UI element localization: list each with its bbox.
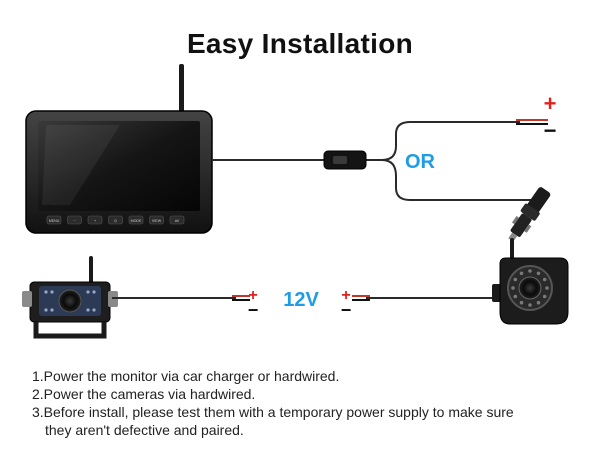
monitor-button-label: MODE [131, 219, 142, 223]
page-title: Easy Installation [186, 28, 414, 59]
minus-symbol-right-camera: − [341, 300, 352, 320]
monitor-button-label: VIEW [152, 219, 162, 223]
ir-led [542, 277, 547, 282]
left-camera-lens [58, 289, 82, 313]
instruction-list: 1.Power the monitor via car charger or h… [32, 367, 592, 439]
monitor-antenna [179, 64, 184, 114]
monitor-button-label: + [94, 219, 96, 223]
ir-led [542, 294, 547, 299]
left-camera [22, 256, 118, 339]
monitor-screen [38, 121, 200, 211]
ir-led [528, 269, 532, 273]
inline-switch-knob [333, 156, 347, 164]
minus-symbol-left-camera: − [248, 300, 259, 320]
ir-led [519, 300, 524, 305]
right-camera-lens [518, 276, 542, 300]
charger-branch-cable [365, 159, 540, 201]
monitor-button [169, 215, 185, 225]
ir-led [545, 286, 549, 290]
plus-symbol-left-camera: + [248, 287, 257, 304]
hardwire-branch-cable [365, 121, 520, 161]
monitor-button [46, 215, 62, 225]
monitor-button-label: − [73, 219, 75, 223]
ir-led [536, 300, 541, 305]
ir-led [519, 271, 524, 276]
ir-led [536, 271, 541, 276]
or-label: OR [405, 151, 436, 173]
monitor-button-label: MENU [49, 219, 60, 223]
monitor-button [108, 215, 123, 225]
ir-led [513, 277, 518, 282]
monitor-button-label: ⏻ [114, 219, 117, 223]
hardwire-leads-monitor: + − [516, 91, 556, 143]
instruction-step-3: 3.Before install, please test them with … [32, 404, 514, 420]
right-camera-ir-leds [511, 269, 549, 307]
instruction-step-2: 2.Power the cameras via hardwired. [32, 386, 256, 402]
minus-symbol-monitor: − [544, 118, 557, 143]
monitor-button-label: AV [175, 219, 180, 223]
monitor-button [67, 215, 82, 225]
monitor-power-cable [212, 121, 540, 201]
ir-led [528, 303, 532, 307]
right-camera-cable: + − [341, 287, 496, 320]
instruction-step-1: 1.Power the monitor via car charger or h… [32, 368, 340, 384]
car-charger [508, 187, 551, 242]
instruction-step-3-continuation: they aren't defective and paired. [45, 422, 244, 438]
monitor: MENU − + ⏻ MODE VIEW AV [25, 64, 213, 234]
left-camera-mount-left [22, 291, 32, 307]
right-camera [492, 238, 569, 325]
monitor-button [149, 215, 164, 225]
screen-glare [42, 125, 120, 205]
left-camera-cable: + − [112, 287, 258, 320]
monitor-button [128, 215, 144, 225]
monitor-button-row: MENU − + ⏻ MODE VIEW AV [46, 215, 185, 225]
plus-symbol-monitor: + [544, 91, 557, 116]
ir-led [511, 286, 515, 290]
ir-led [513, 294, 518, 299]
voltage-label: 12V [283, 289, 319, 311]
left-camera-antenna [89, 256, 93, 286]
left-camera-bracket [33, 322, 107, 339]
monitor-button [87, 215, 103, 225]
plus-symbol-right-camera: + [341, 287, 350, 304]
